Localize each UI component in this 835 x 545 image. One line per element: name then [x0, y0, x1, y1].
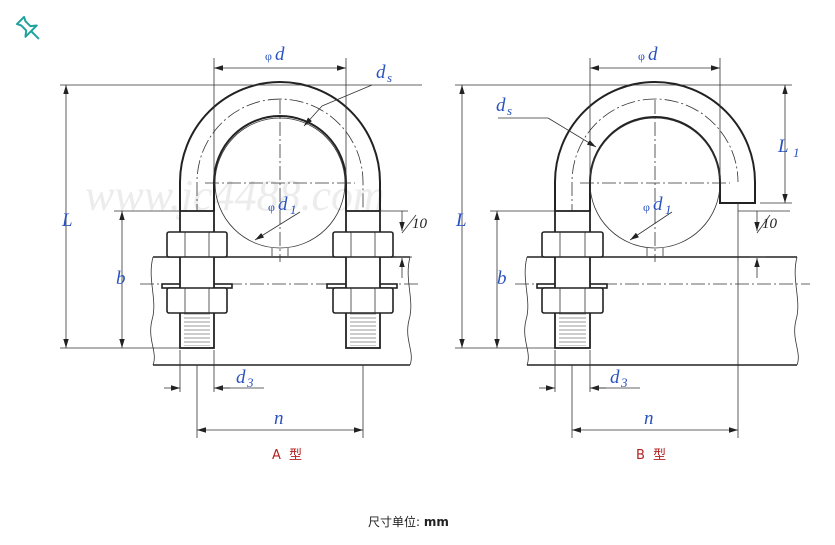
label-ds-b: d — [496, 95, 506, 116]
label-L-b: L — [455, 210, 467, 231]
label-d3-sub-b: 3 — [620, 375, 628, 390]
unit-value: mm — [424, 515, 449, 529]
label-d1-a: d — [278, 194, 288, 215]
label-L1-b: L — [777, 136, 789, 157]
label-ds-sub-b: s — [507, 103, 512, 118]
label-b-b: b — [497, 268, 507, 289]
label-d1-sub-a: 1 — [290, 202, 297, 217]
label-phi-b: φ — [638, 49, 645, 63]
label-d3-a: d — [236, 367, 246, 388]
unit-label: 尺寸单位: — [368, 514, 424, 529]
label-d3-sub-a: 3 — [246, 375, 254, 390]
label-d3-b: d — [610, 367, 620, 388]
label-10-b: 10 — [762, 216, 778, 232]
label-d1-sub-b: 1 — [665, 202, 672, 217]
label-L-a: L — [61, 210, 73, 231]
label-d-a: d — [275, 44, 285, 65]
label-b-a: b — [116, 268, 126, 289]
label-ds-sub-a: s — [387, 70, 392, 85]
u-bend-inner-a — [213, 115, 347, 211]
label-10-a: 10 — [412, 216, 428, 232]
right-leg-a — [332, 210, 394, 349]
caption-type-a: A 型 — [272, 448, 304, 463]
unit-footer: 尺寸单位: mm — [368, 514, 449, 529]
caption-type-b: B 型 — [636, 448, 668, 463]
type-b-drawing: φ d d s φ d 1 L L 1 b 10 d 3 n B 型 — [455, 44, 810, 463]
type-a-drawing: φ d d s φ d 1 L b 10 d 3 n A 型 — [60, 44, 428, 463]
label-ds-a: d — [376, 62, 386, 83]
left-leg-a — [166, 210, 228, 349]
label-phi-a: φ — [265, 49, 272, 63]
leg-b — [541, 210, 604, 349]
label-n-a: n — [274, 408, 284, 429]
label-phi-d1-b: φ — [643, 200, 650, 214]
leader-ds-a — [321, 84, 373, 107]
watermark-text: www.jc4488.com — [85, 171, 385, 220]
pushpin-icon[interactable] — [12, 12, 46, 46]
label-n-b: n — [644, 408, 654, 429]
label-d-b: d — [648, 44, 658, 65]
leader-d1-a — [254, 211, 301, 241]
label-L1-sub-b: 1 — [793, 145, 800, 160]
hook-b — [554, 81, 756, 211]
leader-d1-b — [629, 211, 673, 241]
label-phi-d1-a: φ — [268, 200, 275, 214]
u-bend-outer-a — [179, 81, 381, 211]
label-d1-b: d — [653, 194, 663, 215]
